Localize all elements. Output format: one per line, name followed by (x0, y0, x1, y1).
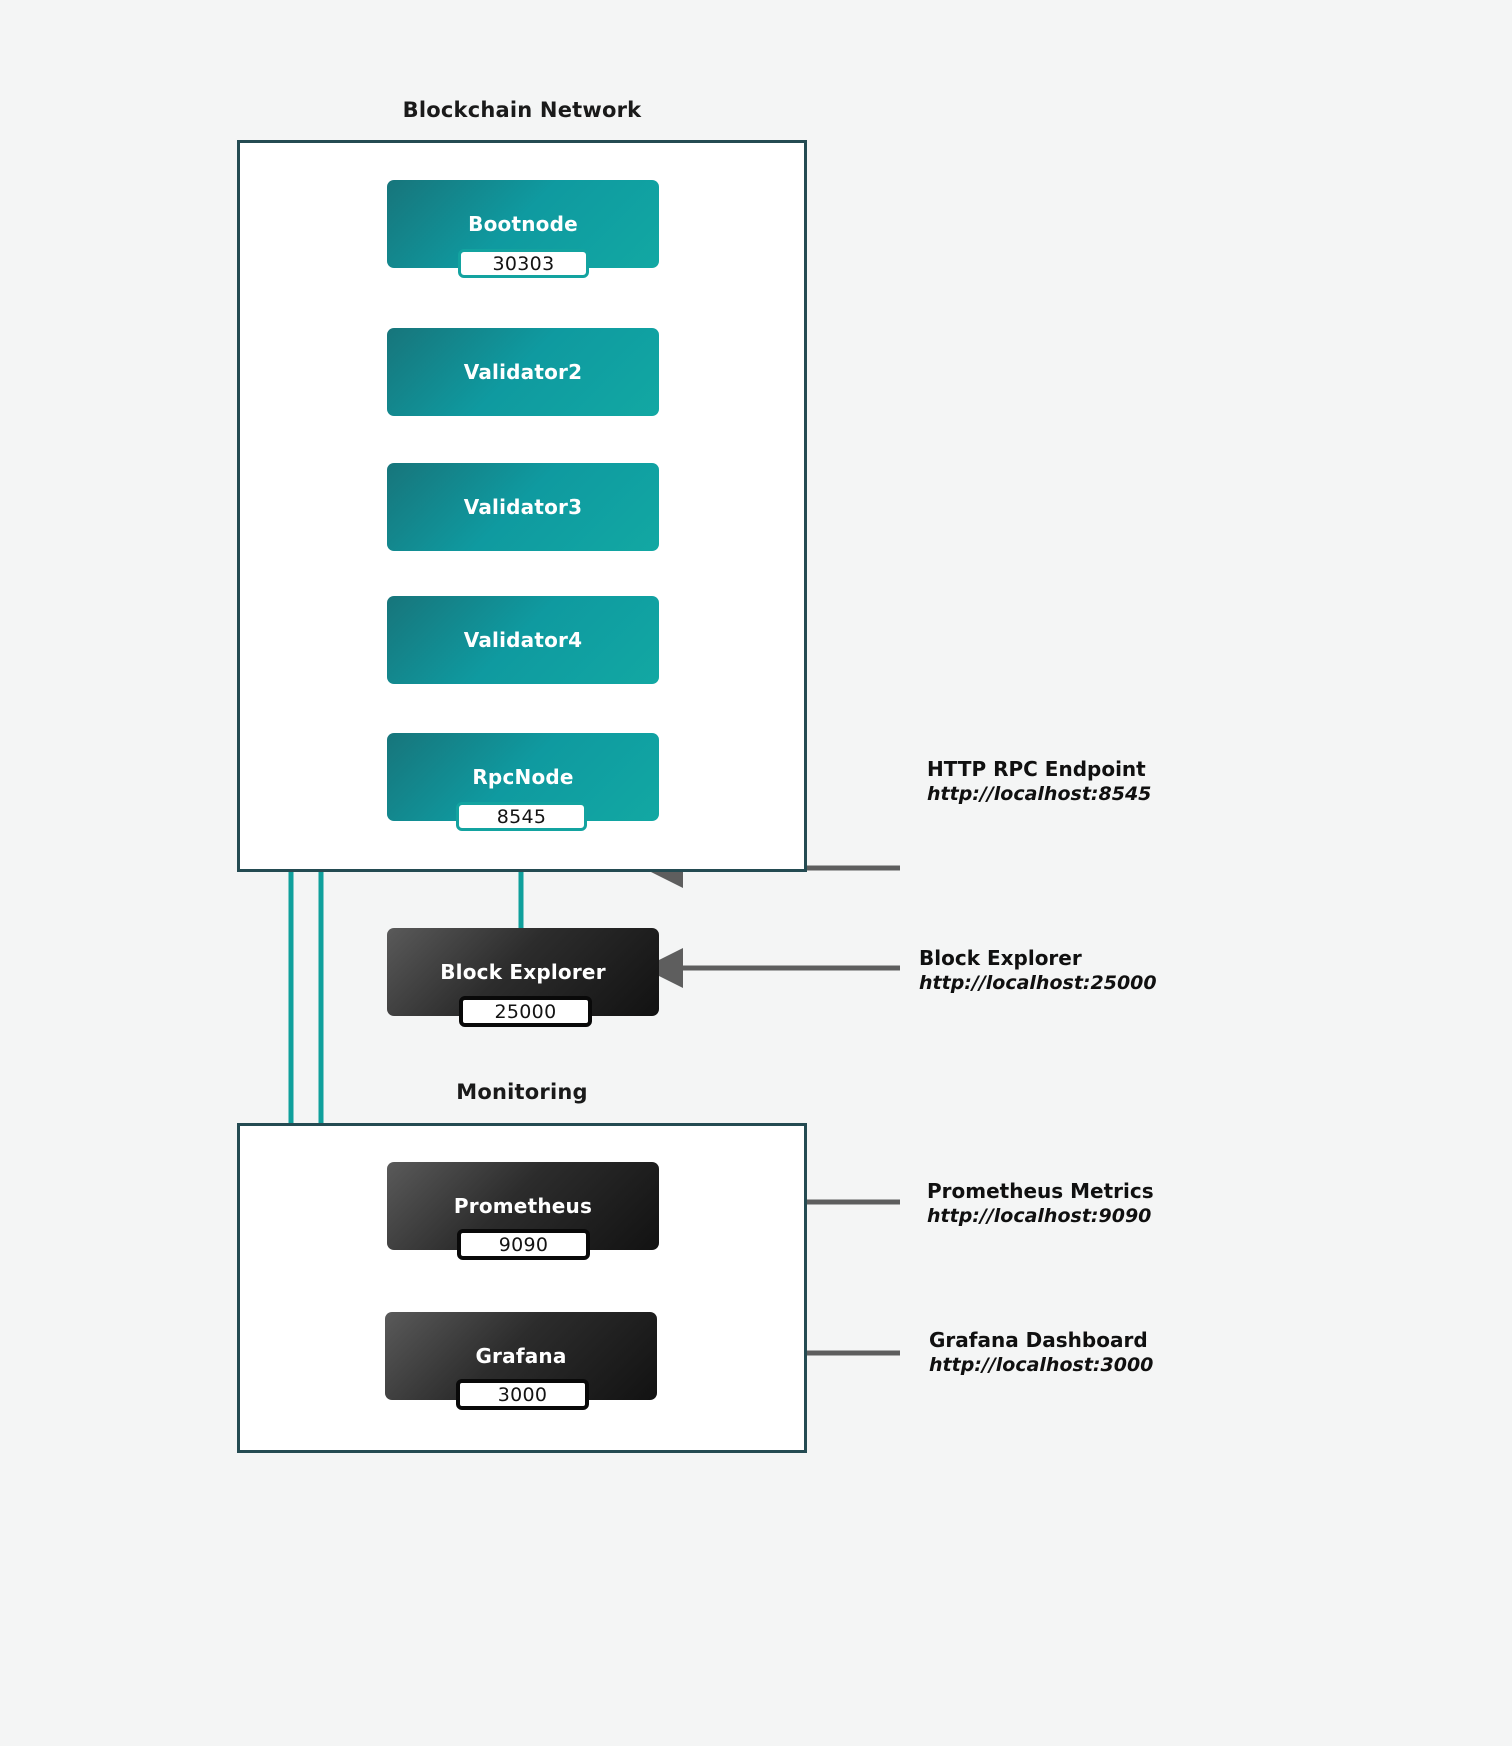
node-bootnode-port-badge: 30303 (458, 249, 589, 278)
annotation-grafana: Grafana Dashboard http://localhost:3000 (929, 1328, 1153, 1378)
annotation-rpc-endpoint-title: HTTP RPC Endpoint (927, 757, 1146, 781)
node-prometheus-label: Prometheus (453, 1194, 593, 1218)
node-grafana-port-badge: 3000 (456, 1379, 589, 1410)
annotation-prometheus-url: http://localhost:9090 (927, 1205, 1152, 1227)
node-rpcnode-port-badge: 8545 (456, 802, 587, 831)
group-title-monitoring: Monitoring (456, 1080, 588, 1104)
annotation-grafana-url: http://localhost:3000 (929, 1354, 1154, 1376)
node-block-explorer-port-badge: 25000 (459, 996, 592, 1027)
node-validator4-label: Validator4 (463, 628, 583, 652)
group-title-blockchain-network: Blockchain Network (402, 98, 642, 122)
node-validator3-label: Validator3 (463, 495, 583, 519)
node-rpcnode-label: RpcNode (472, 765, 574, 789)
annotation-prometheus: Prometheus Metrics http://localhost:9090 (927, 1179, 1154, 1229)
annotation-block-explorer: Block Explorer http://localhost:25000 (919, 946, 1157, 996)
node-validator4[interactable]: Validator4 (387, 596, 659, 684)
annotation-block-explorer-url: http://localhost:25000 (919, 972, 1157, 994)
node-validator2[interactable]: Validator2 (387, 328, 659, 416)
node-bootnode-label: Bootnode (468, 212, 578, 236)
node-grafana-label: Grafana (475, 1344, 567, 1368)
annotation-rpc-endpoint: HTTP RPC Endpoint http://localhost:8545 (927, 757, 1151, 807)
node-validator2-label: Validator2 (463, 360, 583, 384)
annotation-grafana-title: Grafana Dashboard (929, 1328, 1148, 1352)
node-prometheus-port-badge: 9090 (457, 1229, 590, 1260)
node-validator3[interactable]: Validator3 (387, 463, 659, 551)
annotation-block-explorer-title: Block Explorer (919, 946, 1082, 970)
annotation-rpc-endpoint-url: http://localhost:8545 (927, 783, 1152, 805)
node-block-explorer-label: Block Explorer (440, 960, 606, 984)
annotation-prometheus-title: Prometheus Metrics (927, 1179, 1154, 1203)
